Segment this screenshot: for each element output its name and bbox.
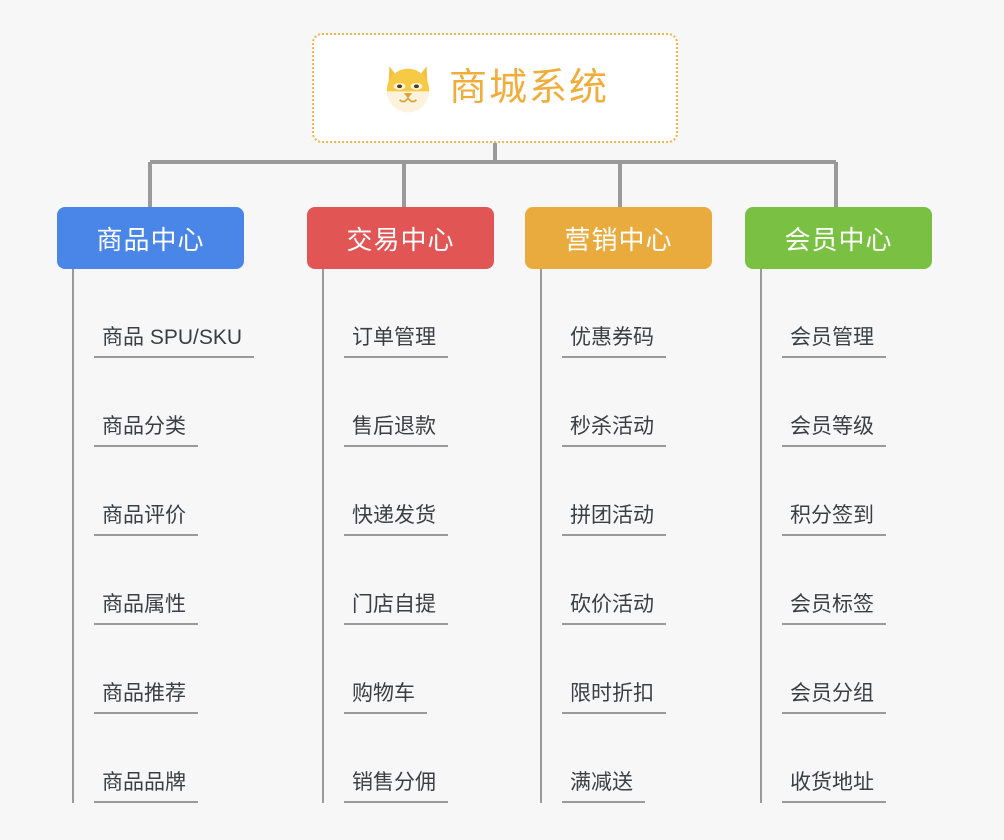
root-title: 商城系统 (448, 67, 609, 109)
category-box-3[interactable]: 会员中心 (745, 207, 932, 269)
list-item[interactable]: 会员标签 (762, 536, 965, 625)
leaf-label: 砍价活动 (562, 594, 666, 625)
leaf-label: 会员标签 (782, 594, 886, 625)
leaf-label: 购物车 (344, 683, 427, 714)
list-item[interactable]: 收货地址 (762, 714, 965, 803)
leaf-label: 快递发货 (344, 505, 448, 536)
category-label-1: 交易中心 (346, 224, 455, 255)
leaf-label: 商品分类 (94, 416, 198, 447)
category-box-1[interactable]: 交易中心 (307, 207, 494, 269)
leaf-label: 满减送 (562, 772, 645, 803)
category-label-0: 商品中心 (96, 224, 205, 255)
leaf-label: 积分签到 (782, 505, 886, 536)
list-item[interactable]: 销售分佣 (324, 714, 527, 803)
leaf-list-0: 商品 SPU/SKU 商品分类 商品评价 商品属性 商品推荐 商品品牌 (72, 269, 277, 803)
leaf-label: 商品品牌 (94, 772, 198, 803)
leaf-label: 秒杀活动 (562, 416, 666, 447)
list-item[interactable]: 限时折扣 (542, 625, 745, 714)
list-item[interactable]: 商品 SPU/SKU (74, 269, 277, 358)
list-item[interactable]: 砍价活动 (542, 536, 745, 625)
list-item[interactable]: 商品品牌 (74, 714, 277, 803)
list-item[interactable]: 门店自提 (324, 536, 527, 625)
list-item[interactable]: 拼团活动 (542, 447, 745, 536)
leaf-label: 会员管理 (782, 327, 886, 358)
list-item[interactable]: 售后退款 (324, 358, 527, 447)
list-item[interactable]: 购物车 (324, 625, 527, 714)
leaf-label: 商品 SPU/SKU (94, 327, 255, 358)
category-box-2[interactable]: 营销中心 (525, 207, 712, 269)
leaf-label: 商品属性 (94, 594, 198, 625)
leaf-label: 限时折扣 (562, 683, 666, 714)
category-label-3: 会员中心 (784, 224, 893, 255)
leaf-label: 售后退款 (344, 416, 448, 447)
branch-column-3: 会员中心 会员管理 会员等级 积分签到 会员标签 会员分组 收货地址 (745, 207, 965, 803)
list-item[interactable]: 积分签到 (762, 447, 965, 536)
leaf-label: 优惠券码 (562, 327, 666, 358)
list-item[interactable]: 优惠券码 (542, 269, 745, 358)
leaf-label: 订单管理 (344, 327, 448, 358)
list-item[interactable]: 商品分类 (74, 358, 277, 447)
leaf-label: 商品推荐 (94, 683, 198, 714)
leaf-label: 会员分组 (782, 683, 886, 714)
branch-column-2: 营销中心 优惠券码 秒杀活动 拼团活动 砍价活动 限时折扣 满减送 (525, 207, 745, 803)
dog-face-icon (386, 66, 430, 113)
list-item[interactable]: 商品属性 (74, 536, 277, 625)
list-item[interactable]: 会员分组 (762, 625, 965, 714)
leaf-label: 销售分佣 (344, 772, 448, 803)
list-item[interactable]: 商品推荐 (74, 625, 277, 714)
leaf-label: 会员等级 (782, 416, 886, 447)
category-box-0[interactable]: 商品中心 (57, 207, 244, 269)
list-item[interactable]: 订单管理 (324, 269, 527, 358)
branch-column-0: 商品中心 商品 SPU/SKU 商品分类 商品评价 商品属性 商品推荐 商品品牌 (57, 207, 277, 803)
list-item[interactable]: 商品评价 (74, 447, 277, 536)
list-item[interactable]: 快递发货 (324, 447, 527, 536)
leaf-list-1: 订单管理 售后退款 快递发货 门店自提 购物车 销售分佣 (322, 269, 527, 803)
leaf-list-3: 会员管理 会员等级 积分签到 会员标签 会员分组 收货地址 (760, 269, 965, 803)
list-item[interactable]: 秒杀活动 (542, 358, 745, 447)
leaf-label: 收货地址 (782, 772, 886, 803)
root-node[interactable]: 商城系统 (312, 33, 678, 143)
category-label-2: 营销中心 (564, 224, 673, 255)
list-item[interactable]: 满减送 (542, 714, 745, 803)
leaf-label: 商品评价 (94, 505, 198, 536)
leaf-label: 门店自提 (344, 594, 448, 625)
leaf-list-2: 优惠券码 秒杀活动 拼团活动 砍价活动 限时折扣 满减送 (540, 269, 745, 803)
list-item[interactable]: 会员管理 (762, 269, 965, 358)
branch-column-1: 交易中心 订单管理 售后退款 快递发货 门店自提 购物车 销售分佣 (307, 207, 527, 803)
leaf-label: 拼团活动 (562, 505, 666, 536)
list-item[interactable]: 会员等级 (762, 358, 965, 447)
